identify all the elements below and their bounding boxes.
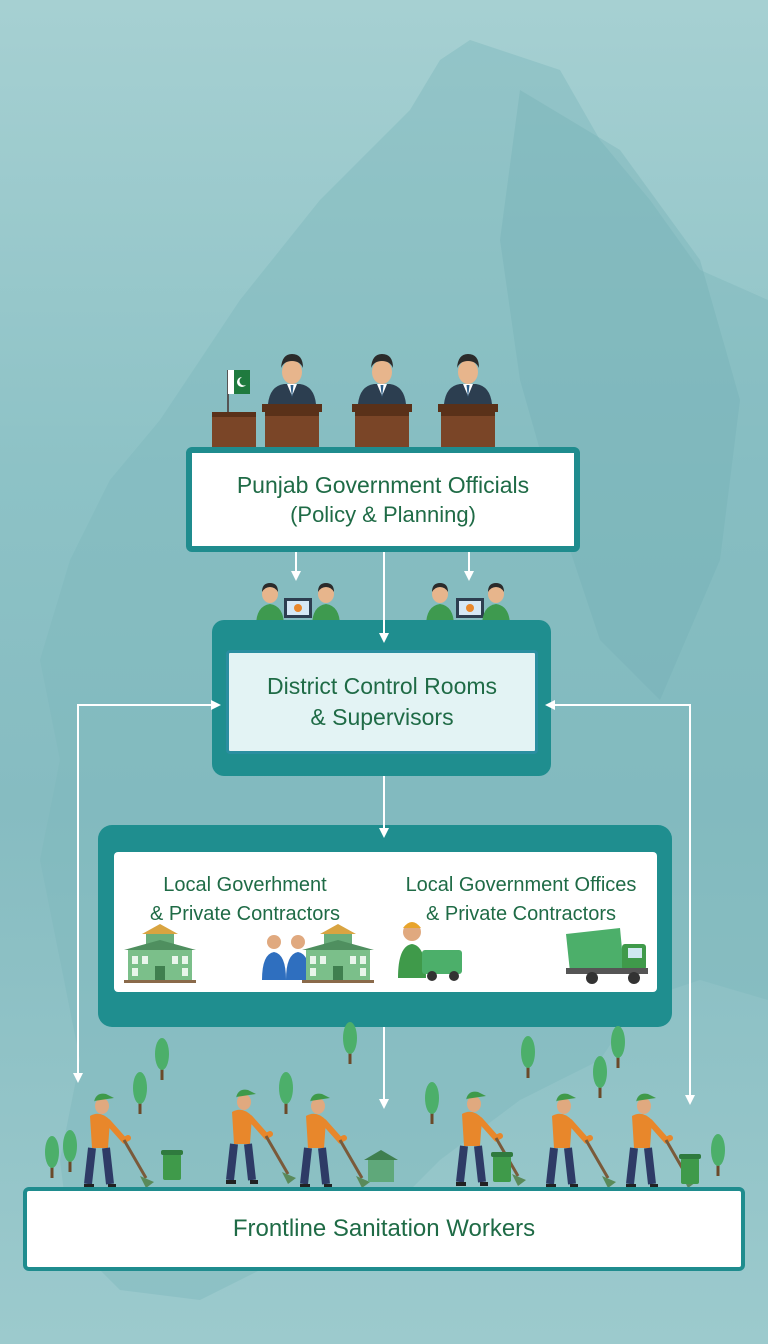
sanitation-worker-icon bbox=[456, 1092, 526, 1186]
local-right-label: Local Government Offices & Private Contr… bbox=[400, 871, 642, 929]
tree-icon bbox=[343, 1022, 357, 1064]
house-icon bbox=[364, 1150, 398, 1182]
tree-icon bbox=[155, 1038, 169, 1080]
local-left-line1: Local Goverhment bbox=[163, 874, 327, 896]
tree-icon bbox=[521, 1036, 535, 1078]
pakistan-flag-icon bbox=[212, 370, 256, 448]
officials-box: Punjab Government Officials (Policy & Pl… bbox=[186, 447, 580, 552]
local-right-line1: Local Government Offices bbox=[405, 874, 637, 896]
workers-box: Frontline Sanitation Workers bbox=[23, 1187, 745, 1271]
garbage-truck-icon bbox=[422, 950, 462, 981]
local-right-line2: & Private Contractors bbox=[425, 903, 617, 925]
local-left-line2: & Private Contractors bbox=[149, 903, 341, 925]
district-subtitle: & Supervisors bbox=[310, 704, 454, 730]
waste-bin-icon bbox=[491, 1152, 513, 1182]
official-at-desk-icon bbox=[352, 354, 412, 450]
tree-icon bbox=[133, 1072, 147, 1114]
district-box: District Control Rooms & Supervisors bbox=[226, 650, 538, 754]
tree-icon bbox=[425, 1082, 439, 1124]
tree-icon bbox=[45, 1136, 59, 1178]
businessman-icon bbox=[262, 935, 310, 980]
flow-arrows bbox=[73, 552, 695, 1109]
tree-icon bbox=[611, 1026, 625, 1068]
tree-icon bbox=[593, 1056, 607, 1098]
local-left-label: Local Goverhment & Private Contractors bbox=[136, 871, 354, 929]
official-at-desk-icon bbox=[262, 354, 322, 450]
tree-icon bbox=[279, 1072, 293, 1114]
sanitation-worker-icon bbox=[300, 1094, 370, 1188]
tree-icon bbox=[711, 1134, 725, 1176]
officials-subtitle: (Policy & Planning) bbox=[290, 501, 476, 527]
district-title: District Control Rooms bbox=[266, 673, 498, 699]
businessman-icon bbox=[398, 922, 426, 978]
official-at-desk-icon bbox=[438, 354, 498, 450]
tree-icon bbox=[63, 1130, 77, 1172]
sanitation-worker-icon bbox=[546, 1094, 616, 1188]
sanitation-worker-icon bbox=[84, 1094, 154, 1188]
garbage-truck-icon bbox=[566, 928, 648, 984]
waste-bin-icon bbox=[161, 1150, 183, 1180]
waste-bin-icon bbox=[679, 1154, 701, 1184]
workers-label: Frontline Sanitation Workers bbox=[232, 1215, 536, 1242]
officials-title: Punjab Government Officials bbox=[236, 471, 530, 498]
local-card bbox=[114, 852, 657, 992]
